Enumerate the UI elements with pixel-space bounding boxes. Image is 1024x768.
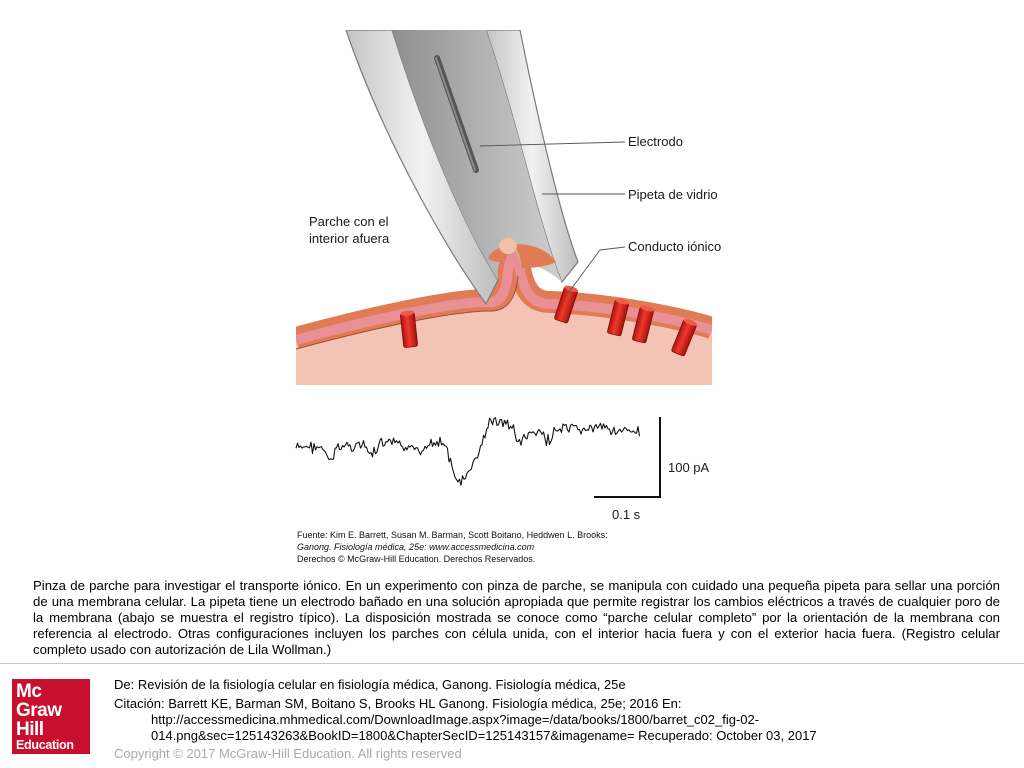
illustration	[296, 30, 712, 385]
ion-channels	[400, 285, 697, 357]
label-patch-line2: interior afuera	[309, 231, 390, 246]
figure-caption: Pinza de parche para investigar el trans…	[33, 578, 1000, 657]
leader-lines	[479, 141, 626, 297]
cell-membrane-inner	[296, 251, 712, 345]
label-ion-channel: Conducto iónico	[628, 239, 721, 254]
logo-line: Graw	[16, 700, 62, 721]
mcgraw-hill-education-logo: Mc Graw Hill Education	[12, 679, 90, 754]
label-patch-line1: Parche con el	[309, 214, 389, 229]
logo-line: Mc	[16, 681, 42, 702]
scale-bar-current: 100 pA	[668, 460, 710, 475]
cell-cytoplasm	[296, 254, 712, 385]
label-electrode: Electrodo	[628, 134, 683, 149]
copyright-notice: Copyright © 2017 McGraw-Hill Education. …	[114, 746, 462, 761]
footer-divider	[0, 663, 1024, 664]
ion-channel	[400, 310, 418, 348]
scale-bar-time: 0.1 s	[612, 507, 641, 522]
ion-channel	[671, 318, 697, 357]
source-line-1: Fuente: Kim E. Barrett, Susan M. Barman,…	[297, 530, 608, 540]
label-glass-pipette: Pipeta de vidrio	[628, 187, 718, 202]
source-line-3: Derechos © McGraw-Hill Education. Derech…	[297, 554, 535, 564]
ion-channel	[632, 305, 654, 344]
pipette-lumen	[392, 30, 562, 282]
logo-line: Education	[16, 738, 74, 752]
from-line: De: Revisión de la fisiología celular en…	[114, 677, 626, 692]
logo-line: Hill	[16, 719, 44, 740]
citation-line: Citación: Barrett KE, Barman SM, Boitano…	[114, 696, 682, 711]
citation-block: De: Revisión de la fisiología celular en…	[114, 677, 994, 744]
scale-bar: 100 pA 0.1 s	[594, 417, 710, 522]
cell-membrane-edge	[296, 275, 519, 350]
membrane-patch-tip	[499, 238, 517, 254]
whole-cell-recording-trace	[295, 417, 641, 486]
source-line-2: Ganong. Fisiología médica, 25e: www.acce…	[297, 542, 535, 552]
citation-url-line[interactable]: http://accessmedicina.mhmedical.com/Down…	[151, 712, 760, 727]
patch-clamp-figure: Electrodo Pipeta de vidrio Conducto ióni…	[295, 30, 721, 564]
ion-channel	[607, 298, 629, 337]
citation-url-line[interactable]: 014.png&sec=125143263&BookID=1800&Chapte…	[151, 728, 817, 743]
